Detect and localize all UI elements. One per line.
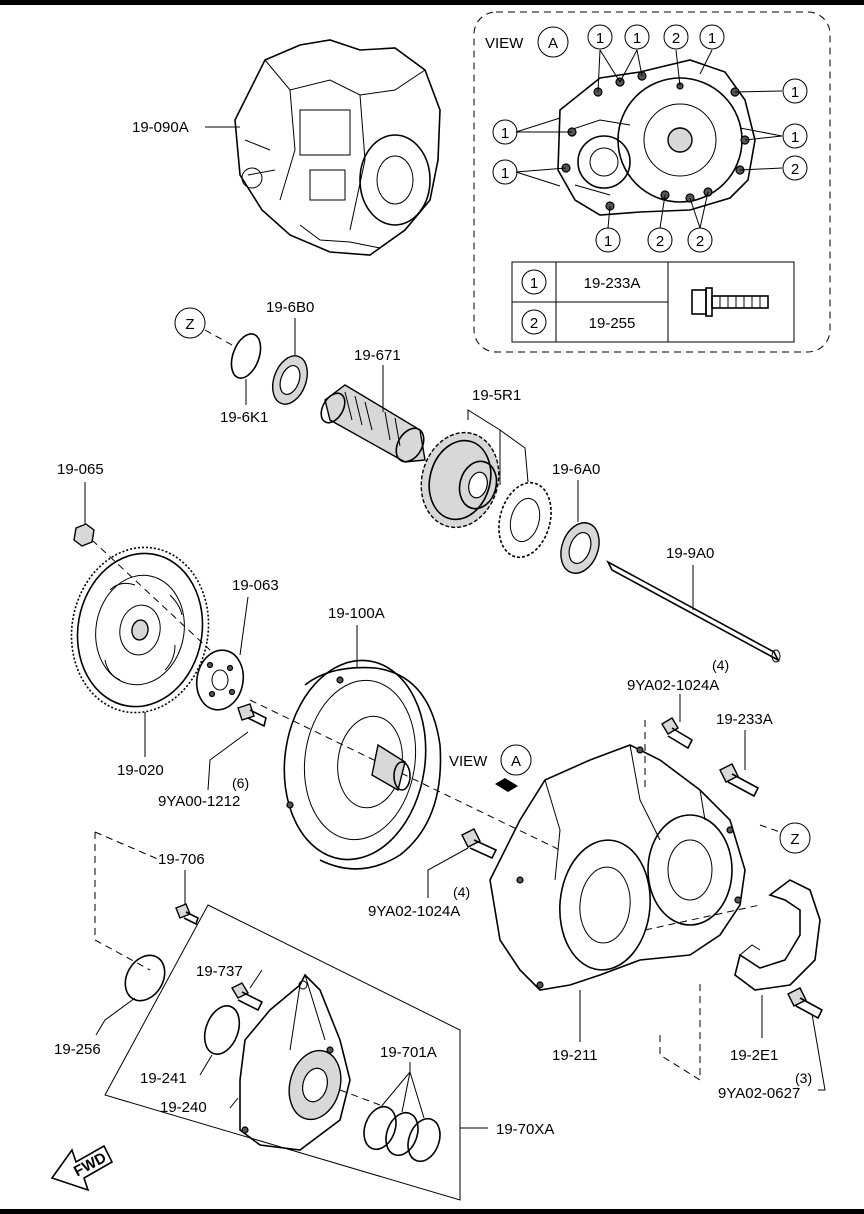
legend-part-1: 19-233A — [584, 275, 641, 292]
label-qty-4-mid: (4) — [453, 884, 470, 900]
label-9YA02-1024A-mid: 9YA02-1024A — [368, 903, 460, 920]
bottom-rule — [0, 1209, 864, 1214]
bolt-19-706 — [175, 903, 199, 926]
view-a-box: VIEW A 1 1 2 1 1 1 — [473, 11, 831, 353]
case-rear-view-drawing — [557, 59, 756, 216]
nut-19-065 — [73, 523, 95, 547]
label-19-671: 19-671 — [354, 347, 401, 364]
label-qty-4-top: (4) — [712, 657, 729, 673]
pump-assembly-outline — [104, 904, 461, 1201]
legend-marker-1: 1 — [530, 275, 538, 292]
bolt-9YA00-1212 — [237, 703, 267, 728]
label-19-240: 19-240 — [160, 1099, 207, 1116]
view-arrow-letter: A — [511, 753, 521, 770]
legend-part-2: 19-255 — [589, 315, 636, 332]
marker-8: 1 — [501, 165, 509, 182]
shaft-19-671 — [320, 384, 426, 463]
label-19-241: 19-241 — [140, 1070, 187, 1087]
snap-ring-19-6K1 — [230, 333, 262, 379]
cover-19-2E1 — [734, 879, 821, 991]
shaft-19-9A0 — [606, 560, 781, 663]
ring-19-256 — [124, 954, 166, 1002]
bearing-19-6B0 — [272, 355, 308, 405]
bolt-9YA02-0627 — [787, 987, 824, 1020]
label-19-090A: 19-090A — [132, 119, 189, 136]
label-19-065: 19-065 — [57, 461, 104, 478]
view-arrow-icon — [495, 778, 518, 792]
legend-marker-2: 2 — [530, 315, 538, 332]
marker-10: 2 — [791, 161, 799, 178]
top-rule — [0, 0, 864, 5]
plate-19-063 — [195, 649, 245, 711]
marker-5: 1 — [791, 84, 799, 101]
marker-12: 2 — [696, 233, 704, 250]
marker-6: 1 — [501, 125, 509, 142]
fwd-arrow-icon: FWD — [50, 1144, 114, 1192]
label-19-020: 19-020 — [117, 762, 164, 779]
label-19-701A: 19-701A — [380, 1044, 437, 1061]
marker-11: 2 — [656, 233, 664, 250]
bolt-9YA02-1024A-mid — [461, 828, 498, 860]
marker-4: 1 — [708, 30, 716, 47]
o-ring-19-241 — [203, 1005, 241, 1055]
marker-2: 1 — [633, 30, 641, 47]
view-arrow-text: VIEW — [449, 753, 488, 770]
bolt-19-233A — [719, 763, 760, 798]
label-19-063: 19-063 — [232, 577, 279, 594]
label-z-right: Z — [790, 831, 799, 848]
label-19-2E1: 19-2E1 — [730, 1047, 778, 1064]
label-qty-3: (3) — [795, 1070, 812, 1086]
view-a-markers: 1 1 2 1 1 1 1 1 1 2 2 2 — [492, 24, 808, 253]
seal-rings-19-701A — [363, 1105, 441, 1163]
label-19-6A0: 19-6A0 — [552, 461, 600, 478]
marker-3: 2 — [672, 30, 680, 47]
label-19-706: 19-706 — [158, 851, 205, 868]
label-19-5R1: 19-5R1 — [472, 387, 521, 404]
bolt-9YA02-1024A-top — [661, 717, 694, 750]
oil-pump-19-240 — [239, 973, 351, 1151]
bolt-19-737 — [231, 982, 264, 1012]
view-a-title: VIEW — [485, 35, 524, 52]
label-19-100A: 19-100A — [328, 605, 385, 622]
view-a-letter: A — [548, 35, 558, 52]
transaxle-case-19-211 — [489, 744, 746, 991]
flywheel-19-020 — [70, 546, 210, 714]
label-19-737: 19-737 — [196, 963, 243, 980]
bearing-19-6A0 — [560, 522, 600, 574]
label-19-211: 19-211 — [552, 1047, 598, 1064]
gear-19-5R1 — [420, 431, 552, 559]
marker-7: 1 — [791, 129, 799, 146]
label-9YA02-0627: 9YA02-0627 — [718, 1085, 800, 1102]
flange-bolt-drawing — [691, 287, 769, 317]
torque-converter-19-100A — [283, 659, 442, 870]
label-qty-6: (6) — [232, 775, 249, 791]
label-19-9A0: 19-9A0 — [666, 545, 714, 562]
label-9YA02-1024A-top: 9YA02-1024A — [627, 677, 719, 694]
transaxle-assembly-drawing — [234, 39, 441, 256]
view-a-legend-table: 1 19-233A 2 19-255 — [511, 261, 795, 343]
label-9YA00-1212: 9YA00-1212 — [158, 793, 240, 810]
label-z-top: Z — [185, 316, 194, 333]
label-19-6B0: 19-6B0 — [266, 299, 314, 316]
label-19-6K1: 19-6K1 — [220, 409, 268, 426]
label-19-70XA: 19-70XA — [496, 1121, 554, 1138]
marker-1: 1 — [596, 30, 604, 47]
label-19-233A: 19-233A — [716, 711, 773, 728]
marker-9: 1 — [604, 233, 612, 250]
label-19-256: 19-256 — [54, 1041, 101, 1058]
